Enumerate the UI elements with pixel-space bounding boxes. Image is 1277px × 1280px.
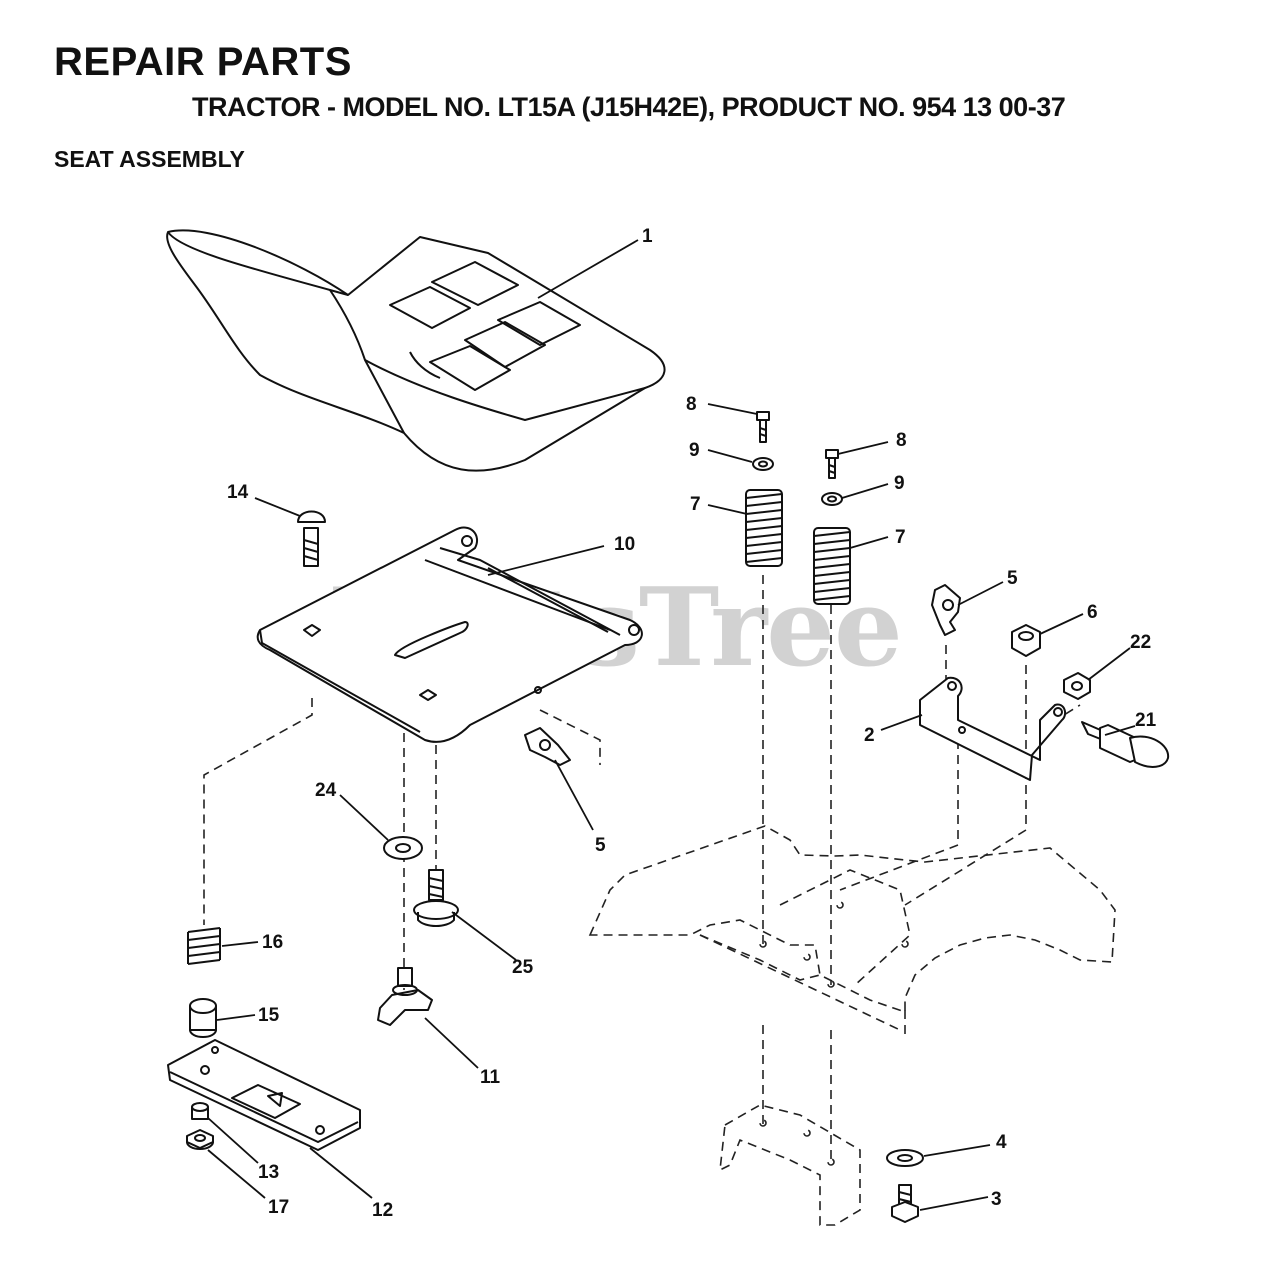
callout-14: 14	[227, 482, 249, 503]
callout-17: 17	[268, 1197, 289, 1218]
callout-5-lower: 5	[595, 835, 606, 856]
washer-right	[821, 492, 843, 506]
pivot-bracket	[919, 676, 1067, 781]
bolt-left	[756, 411, 770, 443]
callout-3: 3	[991, 1189, 1002, 1210]
washer-left	[752, 457, 774, 471]
callout-12: 12	[372, 1200, 393, 1221]
washer-24	[383, 836, 423, 860]
assembly-lines	[203, 575, 1081, 1160]
callout-9-right: 9	[894, 473, 905, 494]
clip-lower	[524, 727, 571, 766]
seat	[166, 229, 666, 472]
callout-25: 25	[512, 957, 534, 978]
fender-frame	[588, 825, 1116, 1031]
nut-6	[1011, 624, 1041, 657]
callout-4: 4	[996, 1132, 1007, 1153]
callout-16: 16	[262, 932, 283, 953]
callout-2: 2	[864, 725, 875, 746]
clip-upper	[931, 584, 961, 636]
spacer	[189, 998, 217, 1038]
page-title: REPAIR PARTS	[54, 40, 352, 84]
model-subtitle: TRACTOR - MODEL NO. LT15A (J15H42E), PRO…	[192, 92, 1066, 122]
callout-1: 1	[642, 226, 653, 247]
slide-plate	[167, 1039, 361, 1151]
callout-8-left: 8	[686, 394, 697, 415]
bolt-3	[891, 1184, 919, 1223]
spring-right	[813, 527, 851, 605]
spring-left	[745, 489, 783, 567]
callout-labels: 1 10 14 8 9 7 8 9 7 5 6 22 21 2 5 24 25 …	[227, 226, 1157, 1221]
callout-24: 24	[315, 780, 337, 801]
washer-4	[886, 1149, 924, 1167]
bolt-right	[825, 449, 839, 479]
section-title: SEAT ASSEMBLY	[54, 146, 245, 172]
nut-22	[1063, 672, 1091, 700]
seat-pan	[256, 526, 643, 743]
callout-9-left: 9	[689, 440, 700, 461]
callout-21: 21	[1135, 710, 1157, 731]
leader-lines	[207, 239, 1136, 1211]
callout-6: 6	[1087, 602, 1098, 623]
nut-13	[191, 1102, 209, 1120]
callout-13: 13	[258, 1162, 279, 1183]
callout-22: 22	[1130, 632, 1151, 653]
callout-10: 10	[614, 534, 635, 555]
carriage-bolt	[297, 510, 326, 567]
lower-mount-bracket	[719, 1104, 861, 1226]
callout-15: 15	[258, 1005, 280, 1026]
knob	[377, 967, 433, 1026]
shoulder-screw	[413, 869, 459, 927]
callout-11: 11	[480, 1067, 501, 1088]
callout-8-right: 8	[896, 430, 907, 451]
callout-7-left: 7	[690, 494, 701, 515]
spring-16	[187, 927, 221, 965]
callout-7-right: 7	[895, 527, 906, 548]
flange-nut	[186, 1129, 214, 1150]
callout-5-upper: 5	[1007, 568, 1018, 589]
